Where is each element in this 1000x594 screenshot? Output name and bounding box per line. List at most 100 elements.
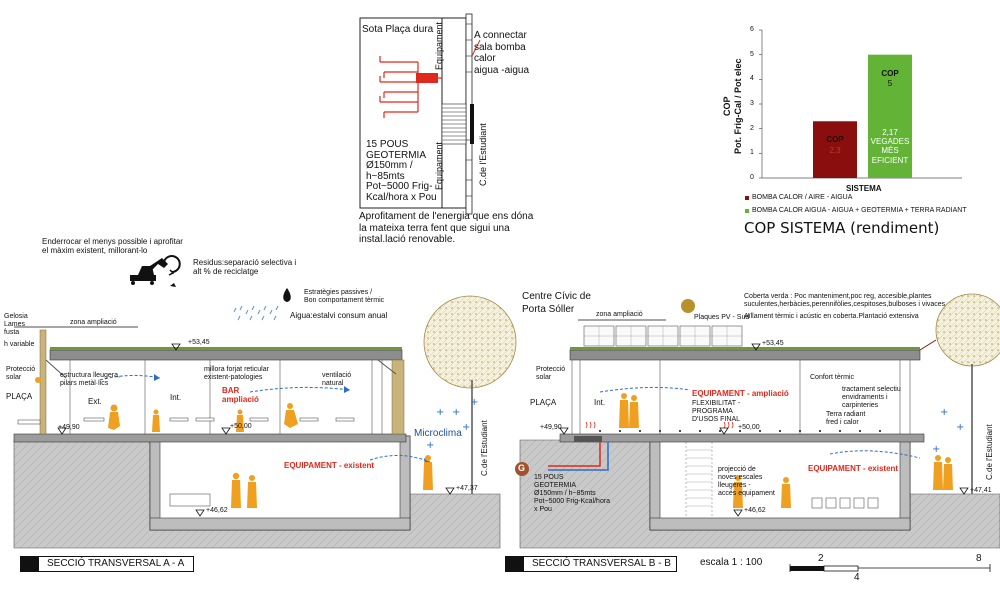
y-tick-label-4: 4 (750, 75, 754, 83)
a-level-plaza: +49,90 (58, 424, 80, 431)
a-zona: zona ampliació (70, 319, 117, 326)
schematic-street-label: C.de l'Estudiant (478, 123, 488, 186)
b-int: Int. (594, 398, 606, 407)
chart-bar-0 (813, 121, 857, 178)
svg-text:+: + (436, 407, 444, 418)
person-figure (423, 455, 433, 490)
b-equip-existent: EQUIPAMENT - existent (808, 464, 899, 473)
a-estructura: estructura lleugera, pilars metàl·lics (60, 372, 120, 388)
b-wells: 15 POUS GEOTERMIA Ø150mm / h~85mts Pot~5… (534, 474, 611, 514)
chart-annotation: 2,17 VEGADES MÉS EFICIENT (870, 128, 910, 165)
b-projeccio: projecció de noves escales lleugeres - a… (718, 466, 775, 498)
legend-swatch-air (745, 196, 749, 200)
y-tick-label-6: 6 (750, 26, 754, 33)
person-figure (619, 393, 629, 428)
geothermal-marker-icon (515, 462, 529, 476)
section-b-title-box: SECCIÓ TRANSVERSAL B - B (505, 556, 677, 572)
b-street: C.de l'Estudiant (985, 424, 994, 480)
a-equip-existent: EQUIPAMENT - existent (284, 461, 375, 470)
person-figure (933, 455, 943, 490)
cop-chart (745, 29, 962, 213)
b-aillament: Aïllament tèrmic i acústic en coberta.Pl… (744, 313, 919, 320)
person-figure (247, 475, 257, 508)
chart-y-axis-label: COP Pot. Frig-Cal / Pot elec (722, 58, 743, 154)
b-level-plaza: +49,90 (540, 424, 562, 431)
schematic-title: Sota Plaça dura (362, 24, 434, 35)
legend-label-geo: BOMBA CALOR AIGUA - AIGUA + GEOTERMIA + … (752, 207, 967, 214)
sun-icon (681, 299, 695, 313)
b-level-floor: +50,00 (738, 424, 760, 431)
a-int: Int. (170, 393, 182, 402)
person-figure (236, 409, 244, 432)
water-drop-icon (283, 288, 291, 302)
legend-swatch-geo (745, 209, 749, 213)
y-tick-label-5: 5 (750, 50, 754, 58)
person-figure (733, 475, 743, 508)
a-ext: Ext. (88, 397, 102, 406)
b-centre: Centre Cívic de Porta Sóller (522, 291, 591, 315)
schematic-connect-note: A connectar sala bomba calor aigua -aigu… (474, 30, 530, 76)
geothermal-schematic (359, 13, 481, 215)
section-a-drawing: +++ ++ (13, 295, 517, 549)
b-coberta: Coberta verda : Poc manteniment,poc reg,… (744, 293, 946, 309)
chart-bar-1 (868, 54, 912, 178)
chart-title: COP SISTEMA (rendiment) (744, 219, 940, 237)
legend-label-air: BOMBA CALOR / AIRE - AIGUA (752, 194, 853, 201)
b-confort: Confort tèrmic (810, 374, 854, 381)
b-proteccio: Protecció solar (536, 366, 566, 382)
b-level-street: +47,41 (970, 487, 992, 494)
excavator-icon (130, 258, 168, 285)
a-ventilacio: ventilació natural (322, 372, 352, 388)
svg-text:+: + (956, 422, 964, 433)
section-a-title: SECCIÓ TRANSVERSAL A - A (47, 558, 185, 569)
a-bar: BAR ampliació (222, 386, 259, 405)
y-tick-label-0: 0 (750, 174, 754, 181)
person-figure (108, 404, 120, 430)
note-estrategies: Estratègies passives / Bon comportament … (304, 289, 385, 305)
svg-text:+: + (462, 422, 470, 433)
scale-tick-8: 8 (976, 553, 982, 564)
y-tick-label-3: 3 (750, 100, 754, 107)
svg-text:+: + (940, 407, 948, 418)
a-level-floor: +50,00 (230, 423, 252, 430)
b-level-roof: +53,45 (762, 340, 784, 347)
scale-bar (789, 564, 991, 572)
note-aigua: Aigua:estalvi consum anual (290, 311, 388, 320)
a-level-roof: +53,45 (188, 339, 210, 346)
b-g-label: G (518, 463, 526, 473)
a-h-variable: h variable (4, 341, 35, 348)
svg-text:+: + (426, 440, 434, 451)
person-figure (943, 457, 953, 490)
note-enderrocar: Enderrocar el menys possible i aprofitar… (42, 237, 183, 256)
recycle-icon (163, 255, 181, 276)
scale-label: escala 1 : 100 (700, 557, 763, 568)
a-microclima: Microclima (414, 428, 462, 439)
person-figure (152, 409, 160, 432)
scale-tick-2: 2 (818, 553, 824, 564)
a-level-basement: +46,62 (206, 507, 228, 514)
notes-icons (130, 255, 291, 321)
a-forjat: millora forjat reticular existent-patolo… (204, 366, 269, 382)
a-level-street: +47,37 (456, 485, 478, 492)
note-residus: Residus:separació selectiva i alt % de r… (193, 258, 297, 277)
b-terra: Terra radiant fred i calor (826, 411, 866, 427)
section-b-title: SECCIÓ TRANSVERSAL B - B (532, 558, 671, 569)
b-level-basement: +46,62 (744, 507, 766, 514)
svg-text:+: + (452, 407, 460, 418)
a-proteccio: Protecció solar (6, 366, 36, 382)
schematic-caption: Aprofitament de l'energia que ens dóna l… (359, 211, 534, 245)
b-flex: FLEXIBILITAT - PROGRAMA D'USOS FINAL (692, 400, 741, 424)
person-figure (284, 403, 298, 428)
person-figure (781, 477, 791, 508)
section-b-drawing: +++ (515, 293, 1000, 549)
y-tick-label-1: 1 (750, 149, 754, 157)
section-a-title-box: SECCIÓ TRANSVERSAL A - A (20, 556, 194, 572)
chart-x-axis-label: SISTEMA (846, 184, 882, 193)
person-figure (231, 472, 241, 508)
b-placa: PLAÇA (530, 398, 557, 407)
person-figure (629, 395, 639, 428)
a-street: C.de l'Estudiant (480, 420, 489, 476)
scale-tick-4: 4 (854, 572, 860, 583)
